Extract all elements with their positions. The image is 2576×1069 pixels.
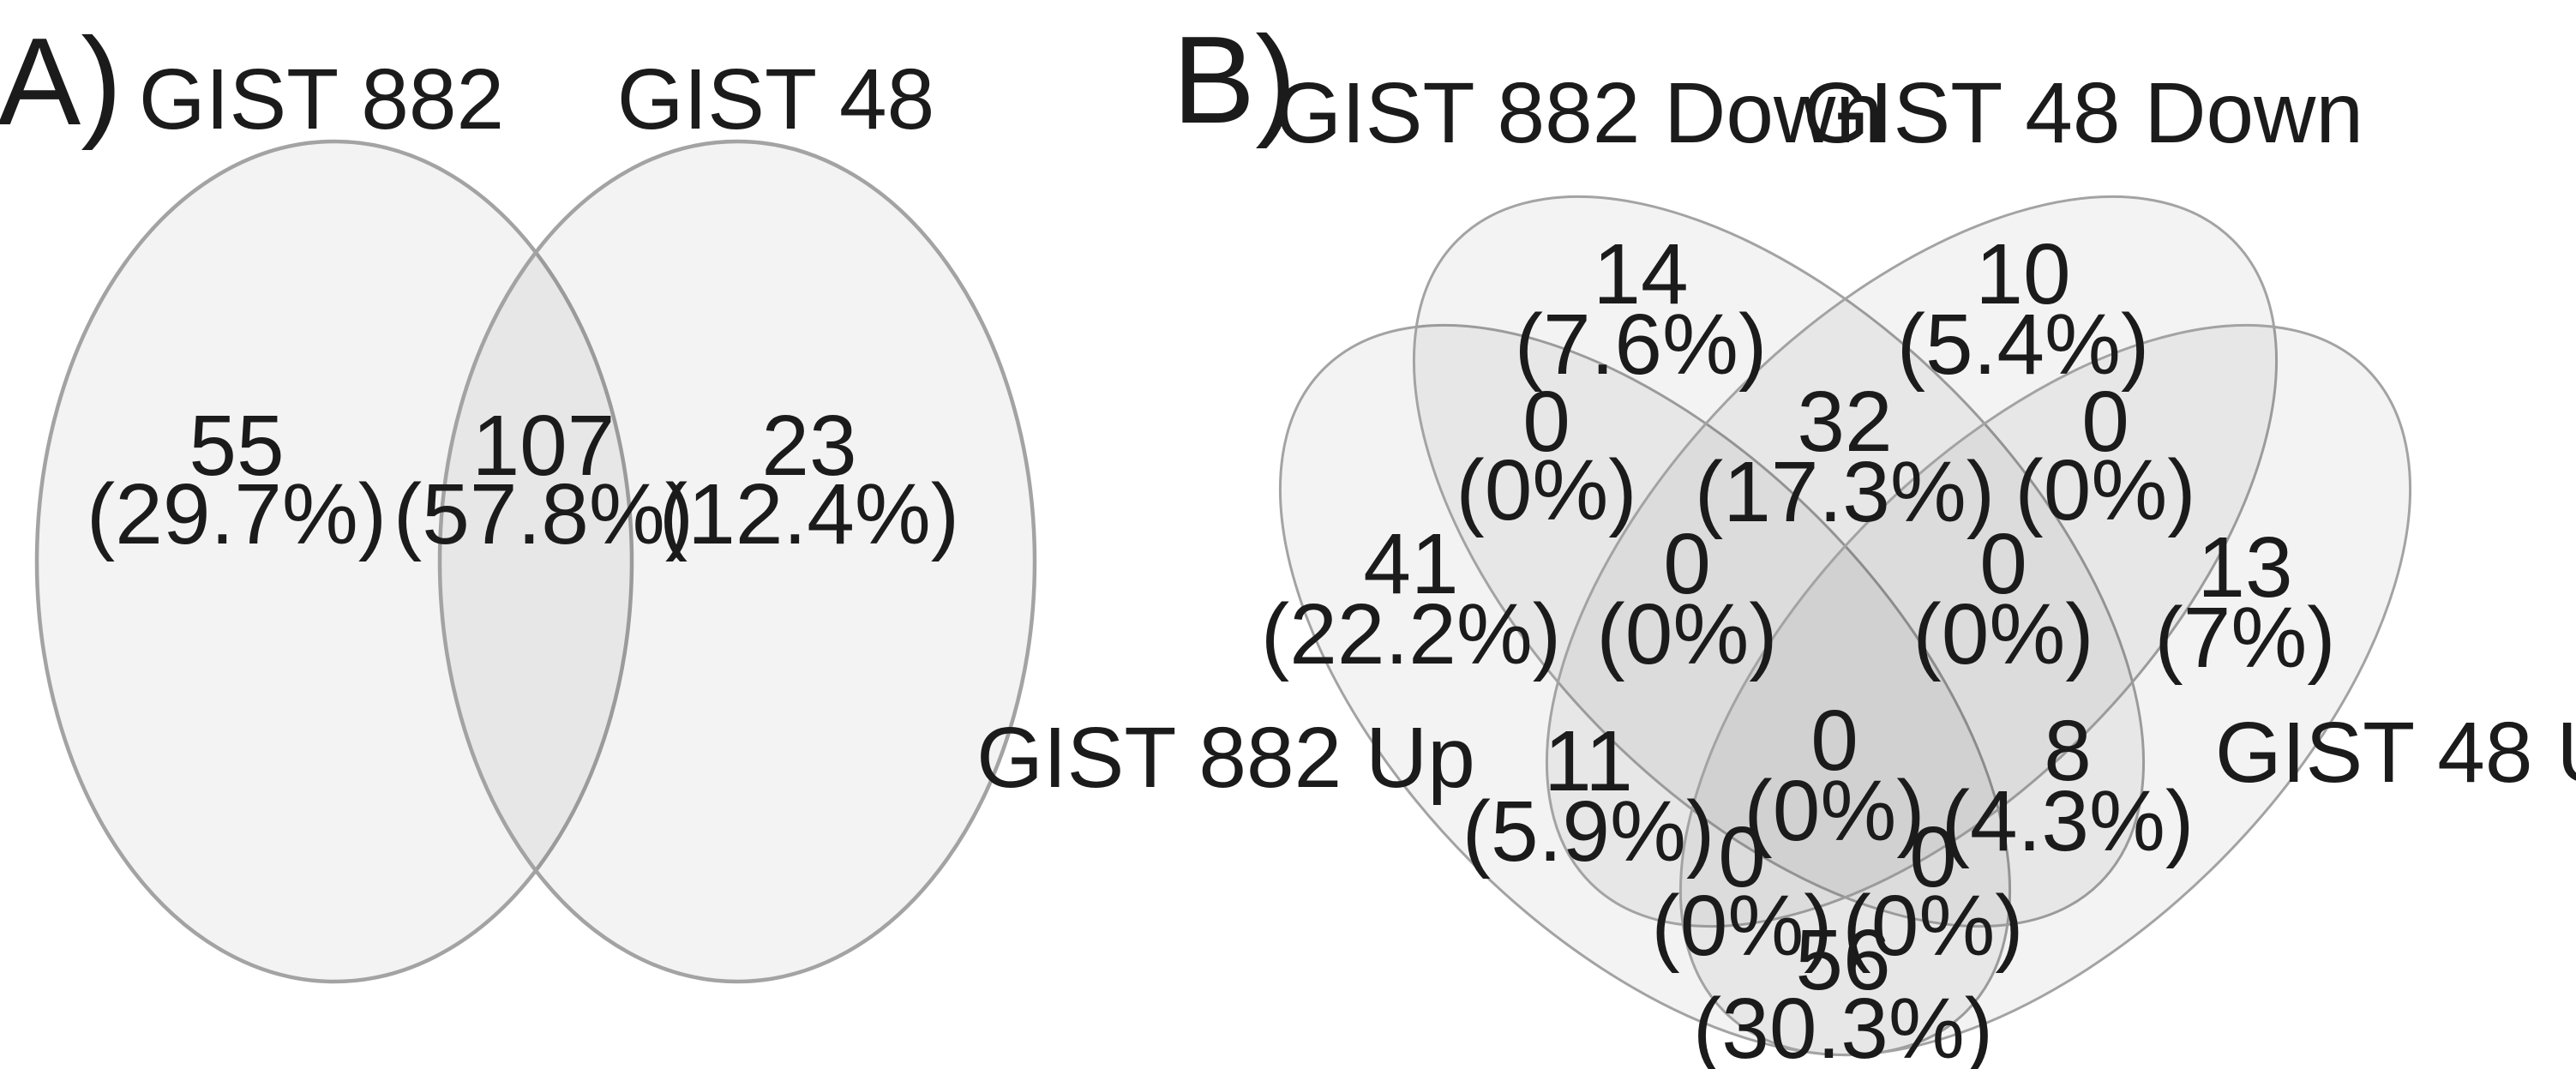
panel-b: B) GIST 882 Down GIST 48 Down GIST 882 U… <box>976 10 2576 1069</box>
region-48down-only-percent: (5.4%) <box>1897 297 2150 393</box>
region-882up-48down-value: 11 <box>1544 713 1633 809</box>
venn-ellipse-gist882 <box>34 139 634 984</box>
region-882down-48up-value: 8 <box>2044 703 2092 799</box>
region-882up-48down-48up-percent: (0%) <box>1651 878 1832 974</box>
region-882down-only-value: 14 <box>1593 226 1688 322</box>
region-882down-48down-48up-value: 0 <box>1979 516 2027 612</box>
region-882up-only-value: 41 <box>1363 516 1458 612</box>
region-882up-48down-percent: (5.9%) <box>1462 784 1715 880</box>
set-label-gist882down: GIST 882 Down <box>1275 65 1883 161</box>
region-gist48-only-percent: (12.4%) <box>659 466 959 562</box>
panel-b-letter: B) <box>1173 10 1297 149</box>
region-882up-882down-48up-value: 0 <box>1909 809 1957 905</box>
set-label-gist48down: GIST 48 Down <box>1803 65 2363 161</box>
venn-ellipse-gist48down <box>1545 195 2279 928</box>
set-label-gist48: GIST 48 <box>617 51 935 147</box>
region-all-four-value: 0 <box>1810 693 1858 789</box>
region-882down-only-percent: (7.6%) <box>1515 297 1768 393</box>
region-882up-48up-value: 56 <box>1795 912 1890 1008</box>
region-882up-only-percent: (22.2%) <box>1261 586 1561 682</box>
venn-ellipse-gist48 <box>437 139 1037 984</box>
venn-ellipse-gist882up <box>1278 323 2012 1057</box>
region-882up-882down-value: 0 <box>1522 374 1570 470</box>
region-882up-48up-percent: (30.3%) <box>1693 981 1993 1069</box>
region-gist882-only-percent: (29.7%) <box>87 466 387 562</box>
region-48down-48up-percent: (0%) <box>2015 442 2195 538</box>
region-882up-882down-48up-percent: (0%) <box>1842 878 2023 974</box>
set-label-gist882: GIST 882 <box>139 51 504 147</box>
region-882up-882down-48down-percent: (0%) <box>1596 586 1777 682</box>
region-882up-882down-percent: (0%) <box>1456 442 1636 538</box>
panel-a-letter: A) <box>0 12 123 151</box>
region-48down-only-value: 10 <box>1975 226 2070 322</box>
venn-ellipse-gist882down <box>1412 195 2146 928</box>
region-882down-48down-percent: (17.3%) <box>1695 444 1995 540</box>
region-882up-48down-48up-value: 0 <box>1718 809 1766 905</box>
region-all-four-percent: (0%) <box>1744 763 1924 859</box>
panel-a: A) GIST 882 GIST 48 55 (29.7%) 107 (57.8… <box>0 12 1037 984</box>
venn-ellipse-gist48up <box>1678 323 2412 1057</box>
region-48up-only-value: 13 <box>2197 519 2292 616</box>
region-882down-48down-value: 32 <box>1797 374 1892 470</box>
region-882down-48up-percent: (4.3%) <box>1942 773 2195 869</box>
region-gist882-only-value: 55 <box>189 398 284 494</box>
region-overlap-percent: (57.8%) <box>393 466 694 562</box>
region-882down-48down-48up-percent: (0%) <box>1912 586 2093 682</box>
set-label-gist48up: GIST 48 Up <box>2215 705 2576 801</box>
region-48down-48up-value: 0 <box>2081 374 2129 470</box>
region-48up-only-percent: (7%) <box>2154 590 2335 686</box>
region-overlap-value: 107 <box>472 398 615 494</box>
set-label-gist882up: GIST 882 Up <box>976 710 1475 806</box>
region-gist48-only-value: 23 <box>761 398 856 494</box>
region-882up-882down-48down-value: 0 <box>1663 516 1711 612</box>
